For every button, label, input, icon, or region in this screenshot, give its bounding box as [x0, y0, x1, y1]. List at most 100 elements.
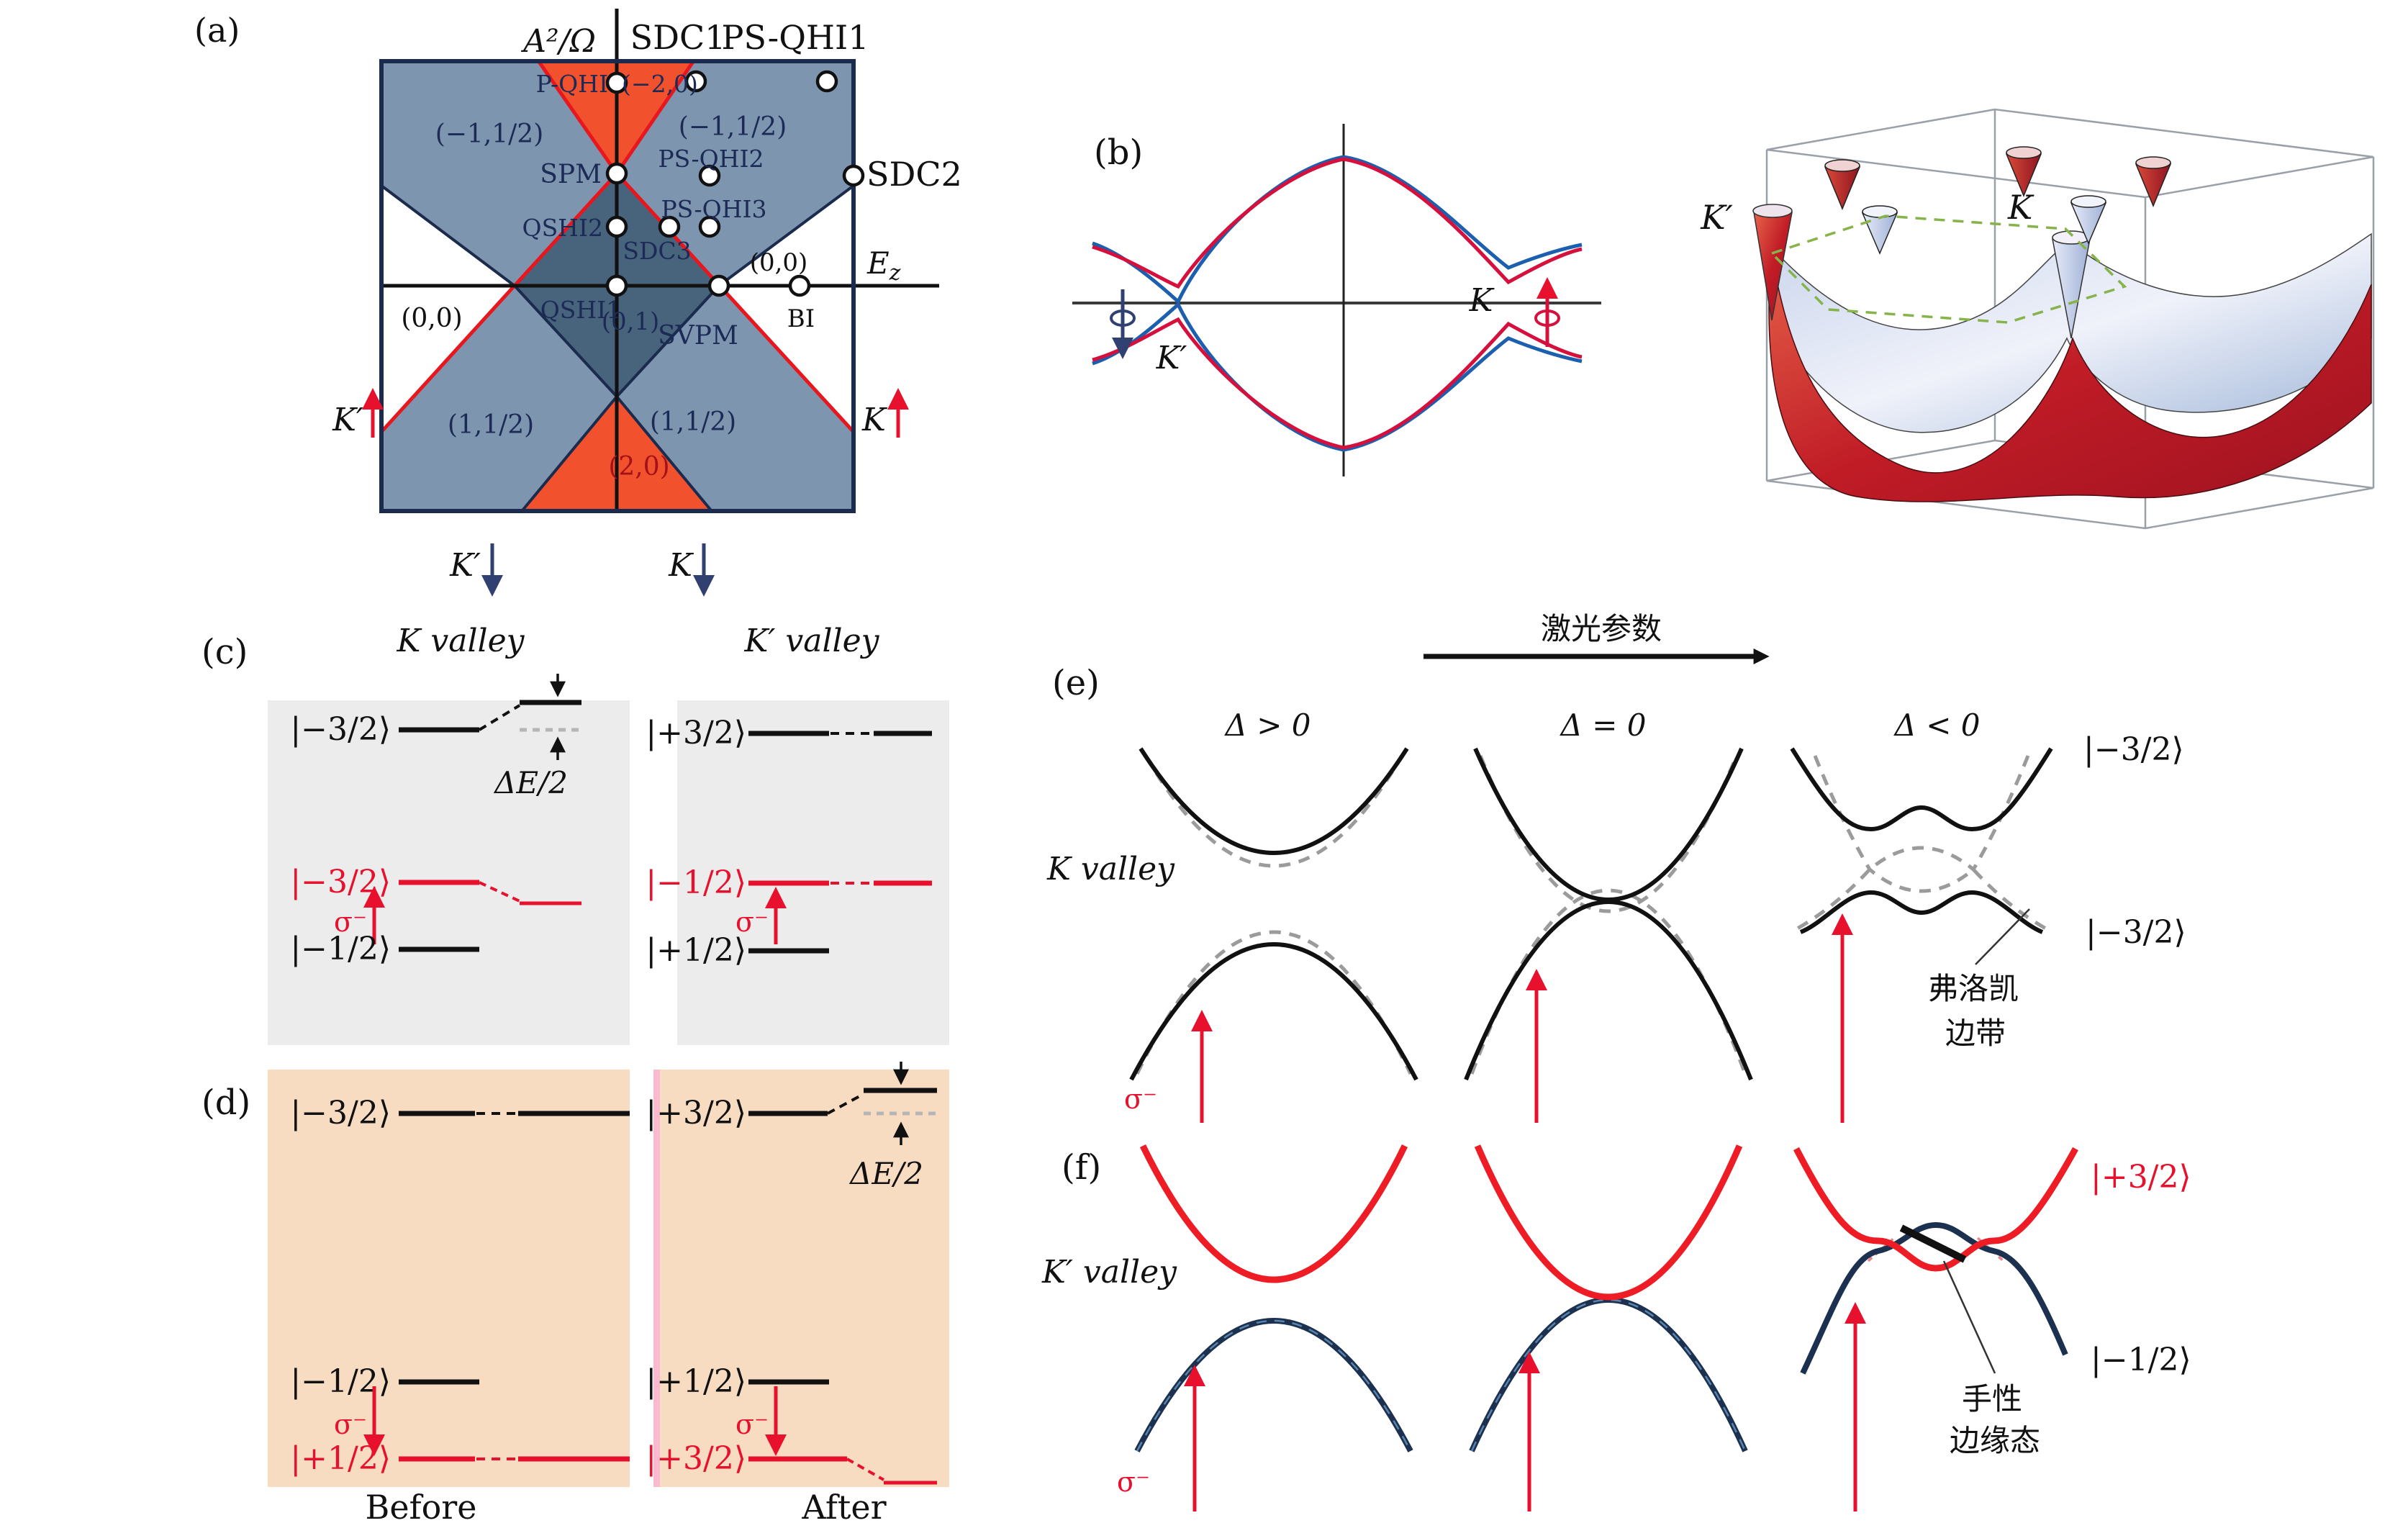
m20-label: (−2,0)	[622, 70, 698, 98]
level-shift-dashes	[827, 1093, 864, 1115]
c-m32-label: |−3/2⟩	[290, 711, 391, 748]
delta-positive-label: Δ > 0	[1224, 708, 1311, 743]
satellite-cones	[1824, 146, 2172, 255]
f-sigma-label: σ⁻	[1117, 1466, 1150, 1498]
c-k-panel-bg	[268, 700, 630, 1045]
conduction-band-red	[1474, 1144, 1743, 1301]
floquet-pointer-line	[1975, 908, 2030, 965]
zz-left-label: (0,0)	[401, 304, 462, 333]
panel-c-tag: (c)	[202, 632, 248, 672]
floquet-sideband-dashed	[1813, 755, 2050, 932]
spm-label: SPM	[540, 160, 602, 189]
phase-point	[698, 215, 721, 238]
e-m32-bottom-label: |−3/2⟩	[2086, 914, 2186, 951]
d-p32-label: |+3/2⟩	[646, 1095, 746, 1131]
floquet-sideband-label-2: 边带	[1945, 1016, 2006, 1051]
phase-point	[815, 70, 838, 93]
qshi1-label: QSHI1	[540, 296, 621, 324]
c-sigma-label: σ⁻	[334, 906, 367, 938]
c-p12-label: |+1/2⟩	[646, 932, 746, 969]
lower-band-surface	[1768, 237, 2372, 502]
panel-c-levels: (c) K valley K′ valley |−3/2⟩ ΔE/2 |−3/2…	[202, 623, 949, 1045]
valence-band-spin-up	[1092, 317, 1583, 450]
p112-left-label: (1,1/2)	[448, 410, 534, 440]
e-m32-top-label: |−3/2⟩	[2083, 731, 2184, 768]
floquet-sideband-dashed	[1144, 754, 1404, 868]
phase-point	[842, 164, 865, 187]
d-de2-label: ΔE/2	[848, 1156, 923, 1191]
phase-point	[605, 274, 628, 297]
conduction-band-spin-down	[1092, 155, 1583, 305]
valence-band	[1129, 942, 1418, 1081]
psqhi1-label: PS-QHI1	[722, 18, 869, 57]
level-shift-dashes-red	[846, 1458, 884, 1481]
conduction-band	[1473, 747, 1744, 902]
p112-right-label: (1,1/2)	[650, 407, 736, 437]
b-k-label: K	[1469, 282, 1495, 319]
chiral-edge-state-line	[1899, 1224, 1967, 1263]
conduction-band	[1139, 747, 1409, 855]
panel-e-tag: (e)	[1052, 663, 1100, 703]
f-col-delta-positive	[1134, 1144, 1413, 1452]
panel-b-bands-2d: (b) K′ K	[1072, 124, 1601, 476]
k-down-label: K	[668, 547, 694, 584]
sdc3-label: SDC3	[623, 237, 691, 265]
d-m32-label: |−3/2⟩	[290, 1095, 391, 1131]
sdc2-label: SDC2	[866, 155, 962, 194]
m112-left-label: (−1,1/2)	[435, 119, 544, 149]
f-p32-label: |+3/2⟩	[2091, 1159, 2191, 1196]
panel-d-levels: (d) |−3/2⟩ |−1/2⟩ σ⁻ |+1/2⟩ Before |+3/2…	[202, 1062, 949, 1523]
panel-b-tag: (b)	[1094, 132, 1143, 173]
d-before-panel-bg	[268, 1070, 630, 1487]
valence-band-spin-down	[1092, 301, 1583, 452]
psqhi3-label: PS-QHI3	[661, 195, 766, 223]
c-m12-red-label: |−1/2⟩	[646, 864, 746, 901]
b3d-kprime-label: K′	[1700, 198, 1733, 237]
m112-right-label: (−1,1/2)	[679, 112, 787, 142]
d-before-label: Before	[366, 1488, 477, 1523]
valence-band-inverted	[1799, 890, 2044, 934]
d-after-panel-bg	[660, 1070, 949, 1487]
phase-point	[605, 71, 628, 94]
panel-b-bands-3d: K′ K	[1700, 108, 2375, 530]
chiral-pointer-line	[1942, 1260, 1996, 1374]
panel-a-phase-diagram: (a) A²/Ω SDC1 PS-QHI1 P-QHI (−2,0) (−1,1…	[194, 9, 962, 597]
f-col-delta-negative	[1793, 1147, 2078, 1375]
f-kprime-valley-label: K′ valley	[1041, 1254, 1177, 1291]
d-p32-red-label: |+3/2⟩	[646, 1440, 746, 1477]
c-k-valley-title: K valley	[397, 623, 525, 659]
ghost-crossing-dash	[1976, 1237, 2005, 1262]
e-col-delta-negative	[1790, 747, 2053, 934]
e-col-delta-zero	[1464, 747, 1753, 1081]
c-sigma2-label: σ⁻	[735, 906, 769, 938]
k-up-label: K	[861, 402, 887, 438]
d-p12-label: |+1/2⟩	[646, 1363, 746, 1400]
d-p12-red-label: |+1/2⟩	[290, 1440, 391, 1477]
brillouin-zone-hexagon	[1769, 214, 2127, 324]
d-sigma-label: σ⁻	[334, 1409, 367, 1440]
navy-phase-boundaries	[380, 184, 855, 512]
valence-band	[1464, 900, 1753, 1081]
red-phase-boundaries	[380, 60, 855, 433]
b-band-curves	[1092, 155, 1583, 452]
panel-e-floquet-k: (e) 激光参数 Δ > 0 Δ = 0 Δ < 0 K valley σ⁻	[1046, 611, 2186, 1123]
panel-f-floquet-kprime: (f) K′ valley σ⁻ 手性 边缘态 |+3/2⟩ |−1	[1041, 1144, 2191, 1511]
axis-y-label: A²/Ω	[520, 23, 596, 60]
phase-point	[698, 164, 721, 187]
f-col-delta-zero	[1469, 1144, 1748, 1452]
e-sigma-label: σ⁻	[1124, 1083, 1157, 1115]
psqhi2-label: PS-QHI2	[658, 145, 764, 173]
e-k-valley-label: K valley	[1046, 851, 1175, 887]
d-after-label: After	[801, 1488, 886, 1523]
phase-point	[684, 70, 707, 93]
c-m12-label: |−1/2⟩	[290, 931, 391, 967]
chiral-edge-label-2: 边缘态	[1950, 1423, 2040, 1458]
panel-a-tag: (a)	[194, 11, 240, 50]
chiral-edge-label-1: 手性	[1962, 1381, 2022, 1416]
valence-band-navy-inverted	[1800, 1221, 2068, 1375]
bi-label: BI	[787, 304, 815, 333]
c-kprime-panel-bg	[677, 700, 949, 1045]
phase-point	[658, 215, 681, 238]
delta-negative-label: Δ < 0	[1893, 708, 1981, 743]
delta-zero-label: Δ = 0	[1560, 708, 1647, 743]
